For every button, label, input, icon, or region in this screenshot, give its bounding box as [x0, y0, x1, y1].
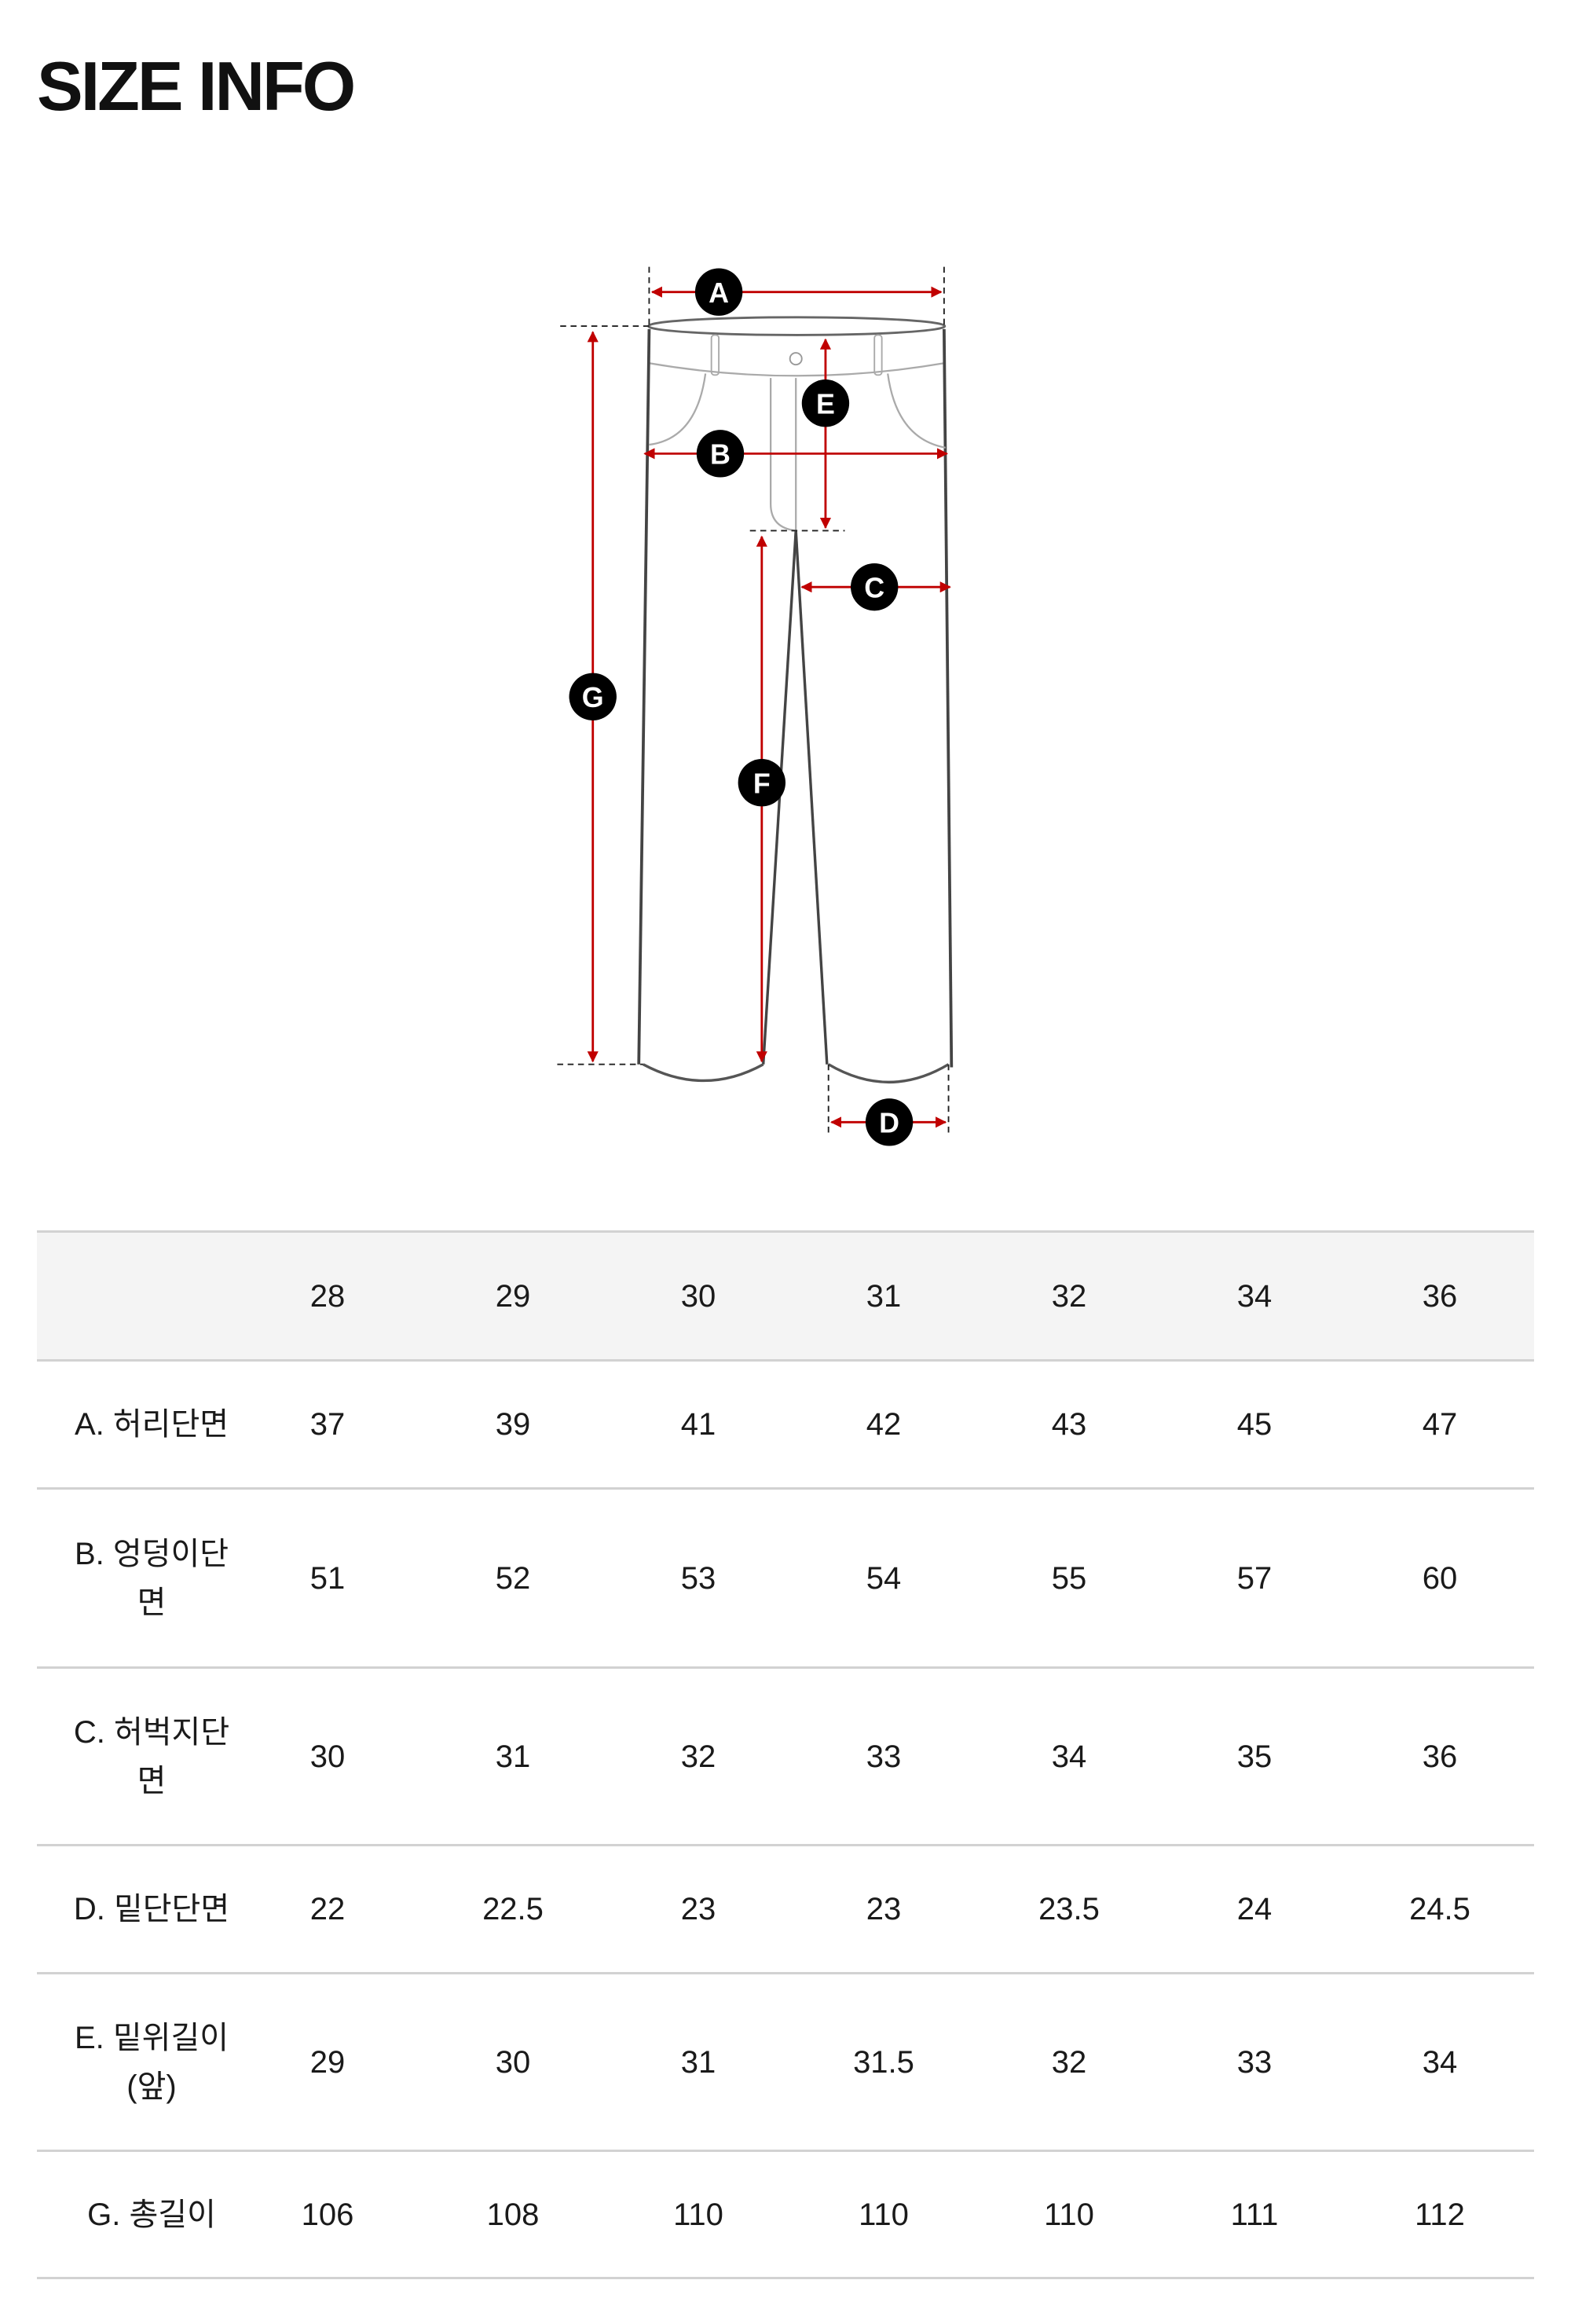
table-cell: 42 — [866, 1407, 902, 1442]
table-cell: 23 — [680, 1892, 716, 1926]
table-cell: 31.5 — [853, 2044, 914, 2080]
size-header-32: 32 — [1051, 1278, 1087, 1314]
table-cell: 34 — [1422, 2044, 1458, 2080]
table-cell: 30 — [495, 2044, 531, 2080]
table-cell: 112 — [1415, 2197, 1465, 2232]
row-label-line: B. 엉덩이단 — [74, 1536, 229, 1571]
table-cell: 110 — [859, 2197, 909, 2232]
row-label-line: D. 밑단단면 — [73, 1892, 230, 1926]
table-cell: 34 — [1051, 1739, 1087, 1774]
row-label-line: A. 허리단면 — [74, 1407, 229, 1442]
size-header-29: 29 — [495, 1278, 531, 1314]
table-cell: 22 — [309, 1892, 346, 1926]
table-cell: 24.5 — [1409, 1892, 1470, 1926]
marker-g: G — [569, 673, 617, 720]
table-cell: 108 — [486, 2197, 540, 2232]
table-cell: 31 — [680, 2044, 716, 2080]
table-cell: 45 — [1236, 1407, 1273, 1442]
row-label: E. 밑위길이 (앞) — [37, 2014, 235, 2111]
table-cell: 37 — [309, 1407, 346, 1442]
size-header-34: 34 — [1236, 1278, 1273, 1314]
table-cell: 33 — [1236, 2044, 1273, 2080]
marker-a: A — [694, 268, 743, 316]
table-cell: 110 — [673, 2197, 723, 2232]
table-cell: 32 — [1051, 2044, 1087, 2080]
table-row: D. 밑단단면 22 22.5 23 23 23.5 24 24.5 — [37, 1846, 1534, 1974]
marker-b: B — [696, 430, 745, 478]
table-cell: 51 — [309, 1560, 346, 1596]
row-label-line: 면 — [137, 1763, 167, 1798]
svg-text:E: E — [816, 388, 835, 420]
size-header-28: 28 — [309, 1278, 346, 1314]
guide-lines — [557, 266, 950, 1135]
row-label-line: E. 밑위길이 — [74, 2020, 229, 2055]
table-cell: 29 — [309, 2044, 346, 2080]
svg-text:C: C — [864, 572, 884, 603]
table-cell: 35 — [1236, 1739, 1273, 1774]
size-header-row: 28 29 30 31 32 34 36 — [37, 1233, 1534, 1362]
table-cell: 111 — [1230, 2197, 1279, 2232]
marker-e: E — [801, 379, 850, 427]
svg-text:D: D — [879, 1108, 899, 1139]
table-cell: 41 — [680, 1407, 716, 1442]
svg-text:G: G — [582, 682, 604, 713]
table-cell: 23.5 — [1038, 1892, 1100, 1926]
marker-d: D — [865, 1098, 914, 1146]
page-title: SIZE INFO — [37, 47, 356, 125]
row-label: A. 허리단면 — [37, 1400, 235, 1449]
table-cell: 33 — [866, 1739, 902, 1774]
table-cell: 110 — [1044, 2197, 1094, 2232]
svg-text:B: B — [710, 439, 731, 471]
pants-measurement-diagram: A B C D E F G — [557, 266, 954, 1146]
row-label-line: G. 총길이 — [87, 2197, 216, 2232]
table-cell: 106 — [301, 2197, 354, 2232]
size-header-30: 30 — [680, 1278, 716, 1314]
row-label: G. 총길이 — [37, 2190, 235, 2239]
table-cell: 39 — [495, 1407, 531, 1442]
row-label: D. 밑단단면 — [37, 1885, 235, 1934]
svg-text:A: A — [709, 277, 729, 309]
table-cell: 53 — [680, 1560, 716, 1596]
table-cell: 23 — [866, 1892, 902, 1926]
table-cell: 43 — [1051, 1407, 1087, 1442]
table-row: E. 밑위길이 (앞) 29 30 31 31.5 32 33 34 — [37, 1974, 1534, 2152]
table-cell: 57 — [1236, 1560, 1273, 1596]
table-cell: 24 — [1236, 1892, 1273, 1926]
size-table: 28 29 30 31 32 34 36 A. 허리단면 37 39 41 42 43 45 47 B. 엉… — [37, 1230, 1534, 2279]
size-header-36: 36 — [1422, 1278, 1458, 1314]
table-row: A. 허리단면 37 39 41 42 43 45 47 — [37, 1362, 1534, 1490]
pants-outline — [637, 316, 954, 1084]
table-cell: 52 — [495, 1560, 531, 1596]
table-cell: 22.5 — [482, 1892, 544, 1926]
marker-f: F — [738, 759, 786, 807]
table-cell: 36 — [1422, 1739, 1458, 1774]
table-cell: 30 — [309, 1739, 346, 1774]
svg-text:F: F — [753, 768, 771, 799]
table-row: G. 총길이 106 108 110 110 110 111 112 — [37, 2152, 1534, 2279]
table-cell: 54 — [866, 1560, 902, 1596]
table-cell: 47 — [1422, 1407, 1458, 1442]
marker-c: C — [851, 563, 899, 611]
table-cell: 60 — [1422, 1560, 1458, 1596]
row-label-line: 면 — [137, 1585, 167, 1620]
table-cell: 55 — [1051, 1560, 1087, 1596]
row-label-line: C. 허벅지단 — [73, 1714, 230, 1750]
row-label-line: (앞) — [126, 2069, 177, 2104]
size-header-31: 31 — [866, 1278, 902, 1314]
table-cell: 31 — [495, 1739, 531, 1774]
table-cell: 32 — [680, 1739, 716, 1774]
